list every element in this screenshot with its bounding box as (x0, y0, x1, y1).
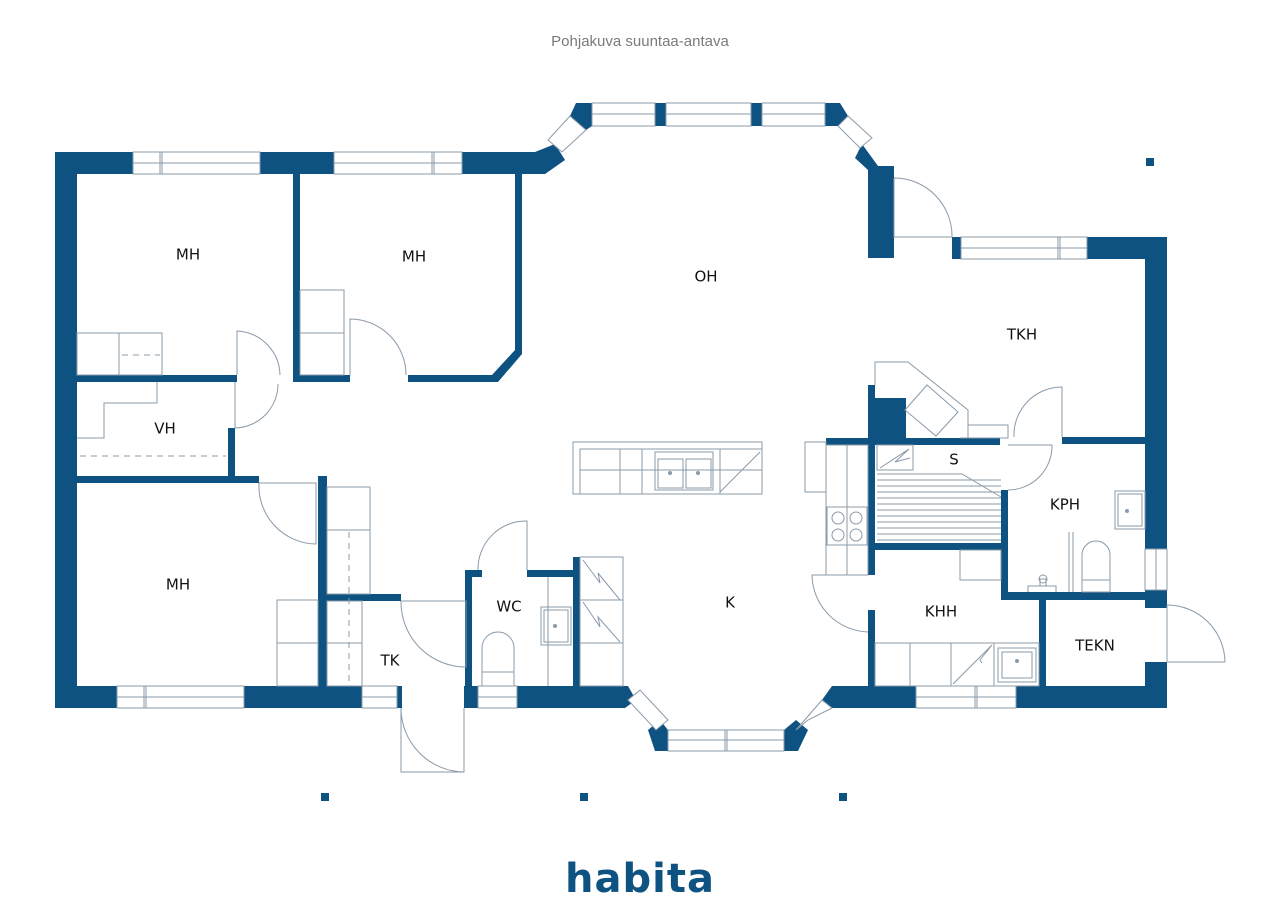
room-label-wc: WC (496, 598, 521, 616)
room-label-vh: VH (154, 420, 176, 438)
room-label-s: S (949, 451, 959, 469)
room-label-oh: OH (694, 268, 717, 286)
room-label-mh: MH (166, 576, 190, 594)
room-label-tkh: TKH (1006, 326, 1037, 344)
plan-caption: Pohjakuva suuntaa-antava (551, 33, 729, 50)
room-label-tekn: TEKN (1074, 637, 1115, 655)
exterior-walls (55, 103, 1167, 751)
room-label-k: K (725, 594, 736, 612)
doors (234, 177, 1226, 773)
windows (116, 102, 1168, 752)
fixtures (76, 289, 1146, 687)
habita-logo: habita (565, 856, 715, 902)
room-label-mh: MH (176, 246, 200, 264)
room-label-tk: TK (380, 652, 401, 670)
markers (321, 158, 1154, 801)
sauna-bench (877, 473, 1002, 541)
room-label-kph: KPH (1050, 496, 1080, 514)
room-labels: MH MH OH TKH VH S KPH MH WC K KHH TK TEK… (154, 246, 1115, 670)
room-label-mh: MH (402, 248, 426, 266)
room-label-khh: KHH (925, 603, 957, 621)
interior-walls (77, 174, 1167, 686)
